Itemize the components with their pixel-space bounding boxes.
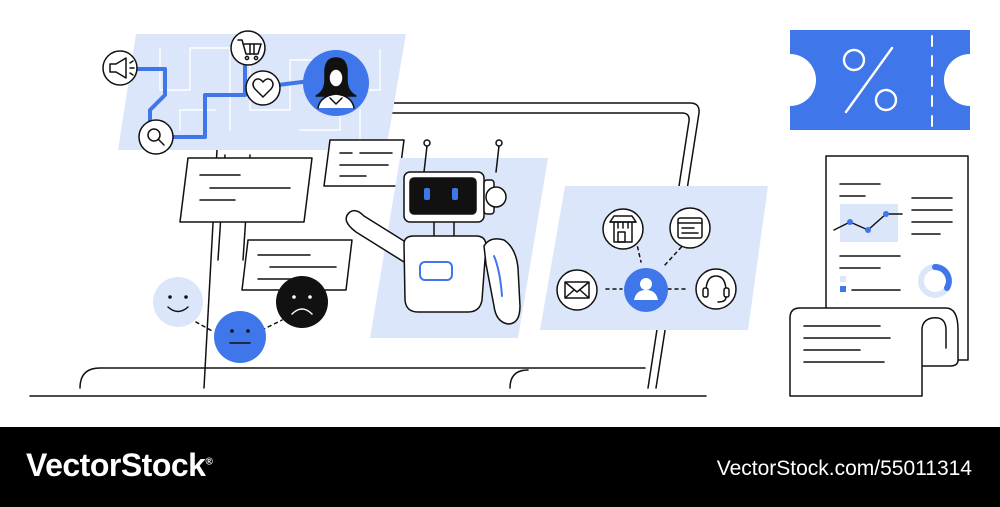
shopping-cart-icon: [230, 30, 266, 66]
chat-bubble-3: [241, 239, 353, 291]
vectorstock-logo: VectorStock®: [26, 447, 213, 484]
envelope-icon: [556, 269, 598, 311]
woman-avatar-icon: [303, 50, 369, 116]
chat-bubble-2: [323, 139, 405, 187]
heart-icon: [245, 70, 281, 106]
robot-icon: [345, 139, 521, 325]
face-connectors: [195, 319, 283, 333]
sad-face-icon: [276, 276, 328, 328]
chat-bubble-1: [179, 157, 313, 223]
registered-mark: ®: [205, 456, 213, 468]
percent-coupon-icon: [790, 30, 970, 130]
report-document-icon: [789, 155, 969, 397]
megaphone-icon: [102, 50, 138, 86]
user-icon: [624, 268, 668, 312]
store-icon: [602, 208, 644, 250]
neutral-face-icon: [214, 311, 266, 363]
watermark-footer: VectorStock® VectorStock.com/55011314: [0, 427, 1000, 507]
ai-customer-service-illustration: [29, 30, 970, 397]
image-url: VectorStock.com/55011314: [716, 457, 972, 480]
browser-window-icon: [669, 207, 711, 249]
search-icon: [138, 119, 174, 155]
headset-icon: [695, 268, 737, 310]
brand-name: VectorStock: [26, 447, 206, 483]
happy-face-icon: [153, 277, 203, 327]
service-channels-panel: [540, 186, 768, 330]
